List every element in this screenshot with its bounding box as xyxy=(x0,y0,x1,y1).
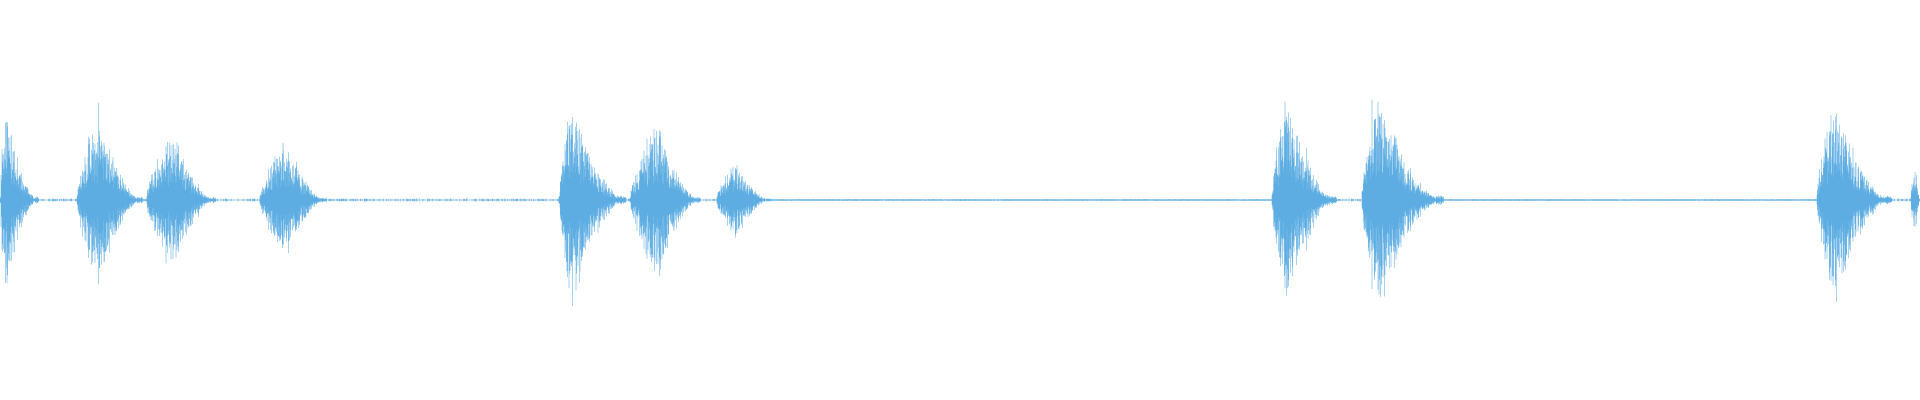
waveform-trace xyxy=(0,99,1920,307)
waveform-samples xyxy=(0,99,1920,307)
